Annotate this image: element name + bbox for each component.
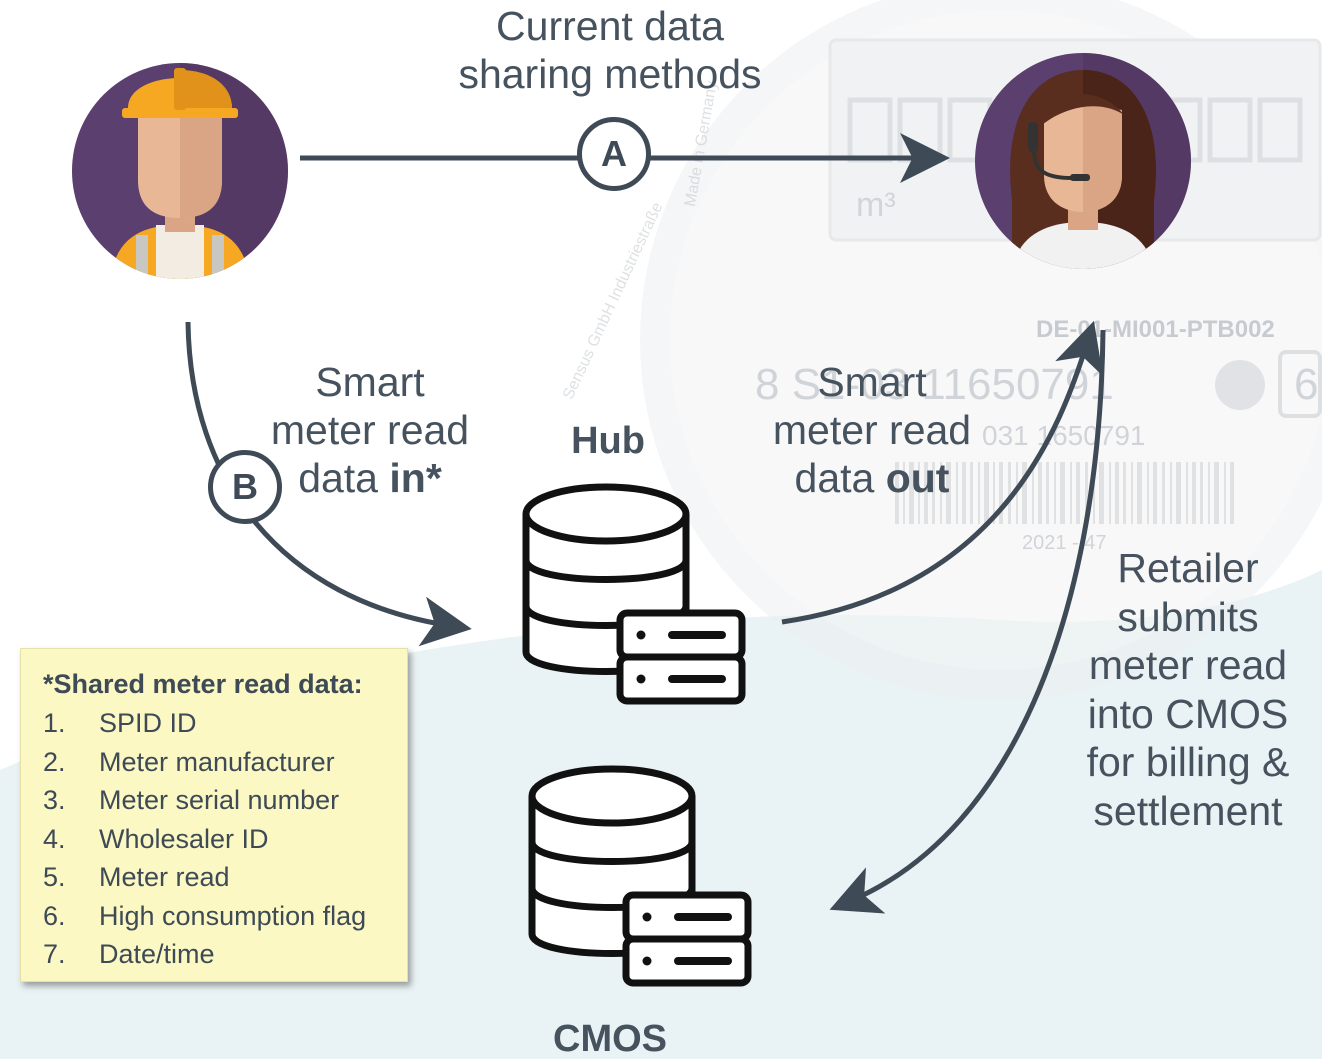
- smart-out-line-3: data out: [742, 454, 1002, 502]
- badge-a: A: [577, 117, 651, 191]
- note-item-text: Wholesaler ID: [99, 823, 269, 854]
- note-item-text: Date/time: [99, 939, 215, 969]
- meter-serial-small-text: 031 1650791: [982, 420, 1146, 451]
- badge-b: B: [208, 450, 282, 524]
- note-item-text: Meter read: [99, 862, 230, 892]
- retailer-line-1: Retailer: [1117, 545, 1259, 591]
- retailer-line-6: settlement: [1093, 787, 1283, 834]
- note-item-number: 3.: [43, 785, 66, 815]
- worker-avatar-icon: [72, 63, 288, 279]
- note-item: 4. Wholesaler ID: [43, 820, 407, 859]
- retailer-line-2: submits: [1117, 593, 1259, 640]
- current-methods-line-1: Current data: [496, 3, 724, 49]
- smart-in-prefix: data: [298, 455, 390, 501]
- note-title: *Shared meter read data:: [43, 669, 363, 699]
- note-item-text: Meter serial number: [99, 785, 340, 815]
- meter-suffix-text: 6: [1294, 360, 1319, 409]
- note-list: 1. SPID ID 2. Meter manufacturer 3. Meter s…: [43, 704, 407, 974]
- retailer-line-5: for billing &: [1086, 739, 1290, 785]
- arrow-b: [185, 321, 472, 647]
- note-item-number: 2.: [43, 746, 66, 777]
- meter-unit-text: m³: [856, 186, 896, 224]
- note-item: 5. Meter read: [43, 858, 407, 897]
- smart-in-line-2: meter read: [270, 407, 470, 453]
- cmos-database-icon: [528, 765, 752, 987]
- note-item: 1. SPID ID: [43, 704, 407, 743]
- current-methods-line-2: sharing methods: [458, 51, 762, 97]
- smart-in-label: Smart meter read data in*: [240, 358, 500, 502]
- retailer-label: Retailer submits meter read into CMOS fo…: [1066, 544, 1310, 835]
- hub-database-icon: [522, 483, 746, 705]
- retailer-line-4: into CMOS: [1087, 690, 1289, 737]
- note-item-number: 6.: [43, 900, 66, 931]
- smart-out-label: Smart meter read data out: [742, 358, 1002, 502]
- note-item-number: 4.: [43, 823, 66, 854]
- smart-in-bold: in*: [389, 455, 442, 501]
- note-item-number: 1.: [43, 708, 66, 738]
- note-item: 3. Meter serial number: [43, 781, 407, 820]
- retailer-line-3: meter read: [1088, 642, 1288, 688]
- smart-out-line-1: Smart: [817, 359, 927, 405]
- smart-in-line-3: data in*: [240, 454, 500, 502]
- meter-serial-text: 8 S1-03 11650791: [755, 360, 1114, 409]
- current-methods-label: Current data sharing methods: [410, 2, 810, 98]
- note-item-text: High consumption flag: [99, 900, 367, 931]
- note-item-number: 5.: [43, 862, 66, 892]
- note-item-text: SPID ID: [99, 708, 197, 738]
- note-item: 2. Meter manufacturer: [43, 743, 407, 782]
- smart-out-bold: out: [885, 455, 950, 501]
- hub-label: Hub: [571, 420, 645, 462]
- smart-out-line-2: meter read: [772, 407, 972, 453]
- smart-in-line-1: Smart: [315, 359, 425, 405]
- smart-out-prefix: data: [794, 455, 886, 501]
- shared-data-note: *Shared meter read data: 1. SPID ID 2. Met…: [20, 648, 408, 982]
- note-item: 7. Date/time: [43, 935, 407, 974]
- arrow-retailer-to-cmos: [829, 329, 1106, 914]
- arrow-hub-to-retailer: [781, 320, 1103, 625]
- note-item-text: Meter manufacturer: [99, 746, 335, 777]
- agent-avatar-icon: [975, 53, 1191, 269]
- cmos-label: CMOS: [553, 1018, 667, 1059]
- note-item-number: 7.: [43, 939, 66, 969]
- note-item: 6. High consumption flag: [43, 897, 407, 936]
